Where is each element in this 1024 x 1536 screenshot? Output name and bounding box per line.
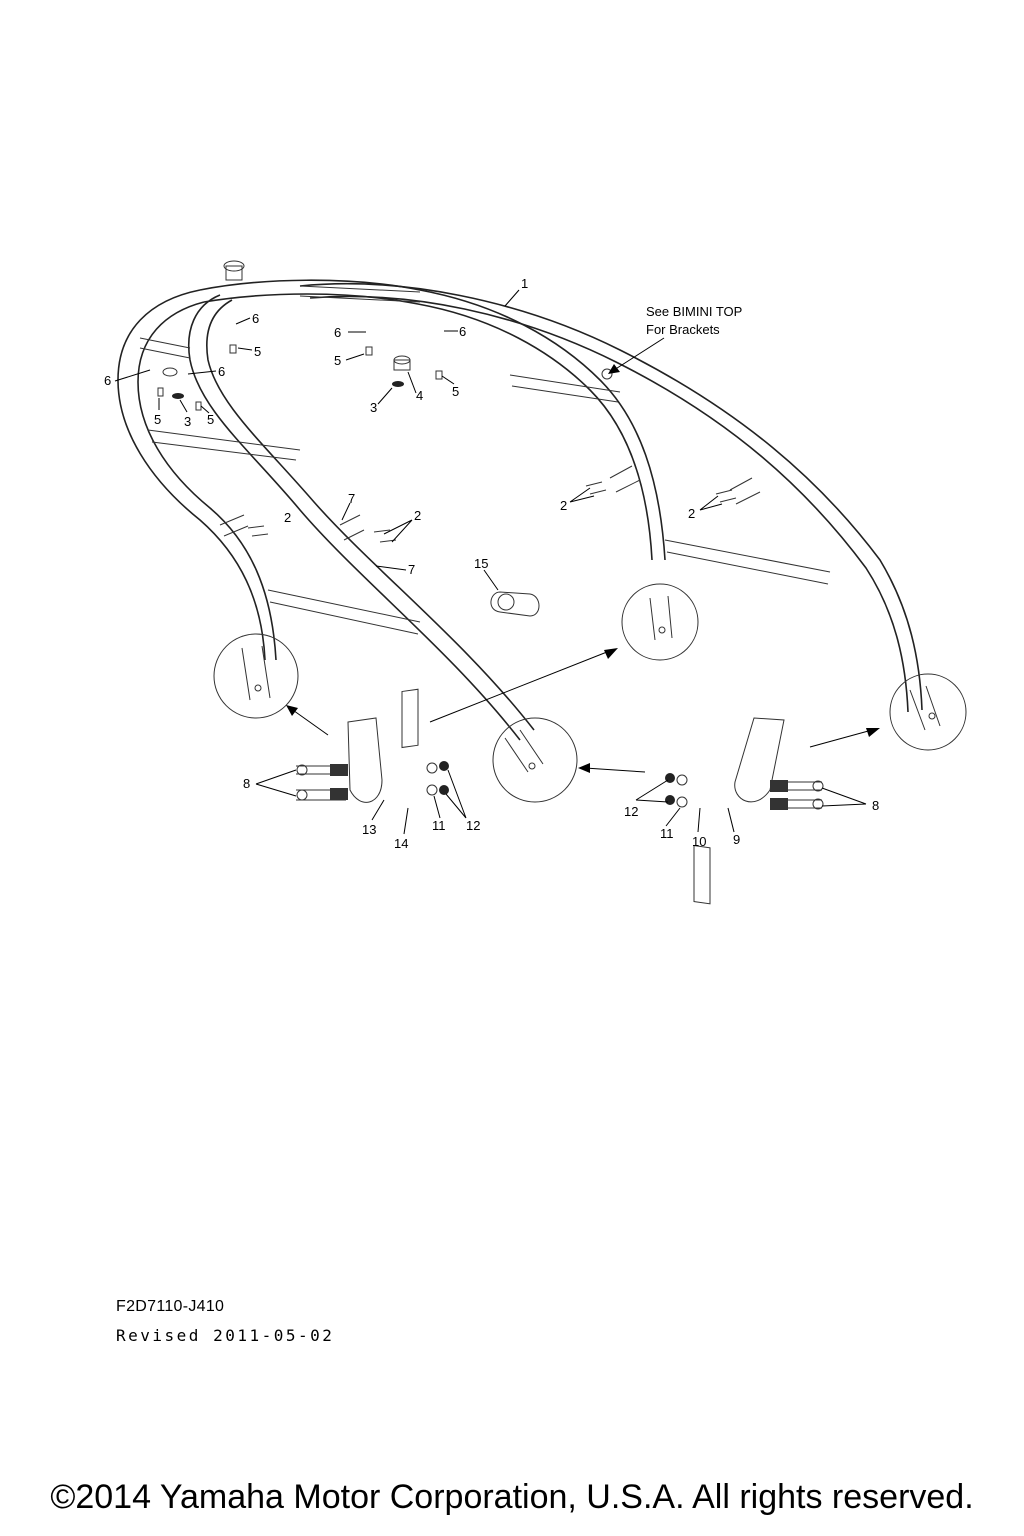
callout-5: 5: [154, 412, 161, 427]
leader-lines: [114, 289, 867, 835]
callout-labels: 1 6 5 6 5 6 5 4 3 6 6 5 3 5 7 2 2 7 2 2 …: [104, 276, 879, 851]
left-hinge-hardware: [296, 688, 449, 803]
callout-8: 8: [243, 776, 250, 791]
mount-detail-circles: [213, 583, 967, 803]
callout-12: 12: [466, 818, 480, 833]
assembly-arrows: [286, 337, 880, 773]
bimini-note-line1: See BIMINI TOP: [646, 304, 742, 319]
small-parts: [157, 344, 737, 617]
callout-3: 3: [184, 414, 191, 429]
callout-6: 6: [104, 373, 111, 388]
callout-10: 10: [692, 834, 706, 849]
right-hinge-hardware: [665, 717, 824, 905]
callout-12: 12: [624, 804, 638, 819]
callout-7: 7: [348, 491, 355, 506]
callout-5: 5: [254, 344, 261, 359]
callout-3: 3: [370, 400, 377, 415]
copyright-notice: ©2014 Yamaha Motor Corporation, U.S.A. A…: [50, 1478, 974, 1516]
callout-2: 2: [688, 506, 695, 521]
callout-2: 2: [560, 498, 567, 513]
tower-frame: [117, 260, 923, 741]
callout-5: 5: [452, 384, 459, 399]
callout-6: 6: [334, 325, 341, 340]
callout-8: 8: [872, 798, 879, 813]
callout-6: 6: [459, 324, 466, 339]
callout-7: 7: [408, 562, 415, 577]
callout-4: 4: [416, 388, 423, 403]
callout-5: 5: [207, 412, 214, 427]
part-code: F2D7110-J410: [116, 1298, 225, 1315]
callout-6: 6: [252, 311, 259, 326]
callout-1: 1: [521, 276, 528, 291]
callout-5: 5: [334, 353, 341, 368]
bimini-note-line2: For Brackets: [646, 322, 720, 337]
callout-13: 13: [362, 822, 376, 837]
callout-9: 9: [733, 832, 740, 847]
callout-11: 11: [432, 818, 446, 833]
callout-6: 6: [218, 364, 225, 379]
callout-2: 2: [414, 508, 421, 523]
revision-date: Revised 2011-05-02: [116, 1326, 335, 1345]
callout-14: 14: [394, 836, 408, 851]
callout-15: 15: [474, 556, 488, 571]
callout-2: 2: [284, 510, 291, 525]
callout-11: 11: [660, 826, 674, 841]
